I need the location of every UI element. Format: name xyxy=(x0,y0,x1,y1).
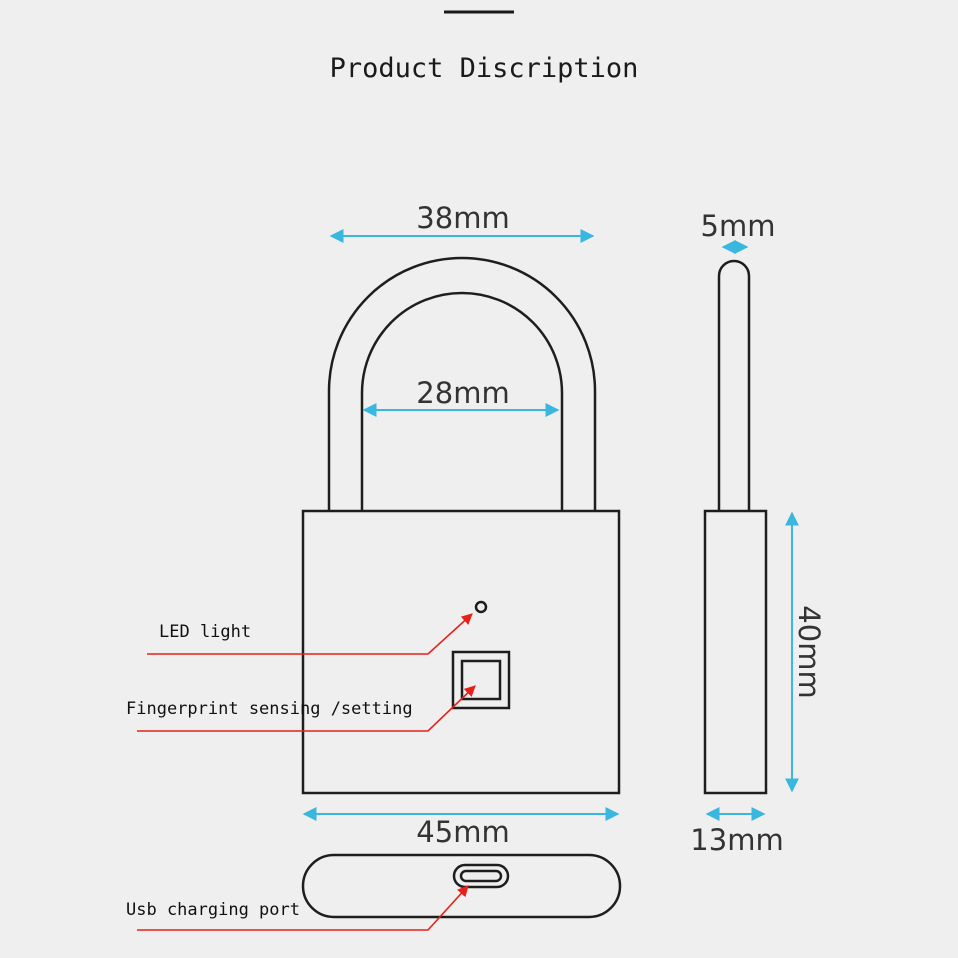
label-shackle-inner-width: 28mm xyxy=(416,376,509,410)
callout-line-fingerprint xyxy=(137,685,476,732)
fingerprint-sensor-frame xyxy=(451,650,511,710)
label-body-depth: 13mm xyxy=(690,823,783,857)
label-body-height: 40mm xyxy=(792,605,826,698)
shackle-outer xyxy=(327,256,597,510)
page-title: Product Discription xyxy=(330,53,639,84)
callout-usb-port: Usb charging port xyxy=(126,900,300,920)
led-light xyxy=(474,600,488,614)
fingerprint-sensor xyxy=(460,659,502,701)
label-body-width: 45mm xyxy=(416,815,509,849)
callout-line-led xyxy=(147,613,473,655)
callout-line-usb xyxy=(137,885,469,931)
shackle-inner xyxy=(360,291,564,510)
label-shackle-outer-width: 38mm xyxy=(416,201,509,235)
shackle-side xyxy=(717,259,751,510)
usb-port-inner xyxy=(459,869,503,883)
lock-body-side xyxy=(703,509,768,795)
lock-body-front xyxy=(301,509,621,795)
usb-port xyxy=(452,863,510,889)
lock-body-bottom xyxy=(301,853,622,919)
label-shackle-thickness: 5mm xyxy=(701,209,776,243)
callout-led-light: LED light xyxy=(159,622,251,642)
callout-fingerprint: Fingerprint sensing /setting xyxy=(126,699,413,719)
